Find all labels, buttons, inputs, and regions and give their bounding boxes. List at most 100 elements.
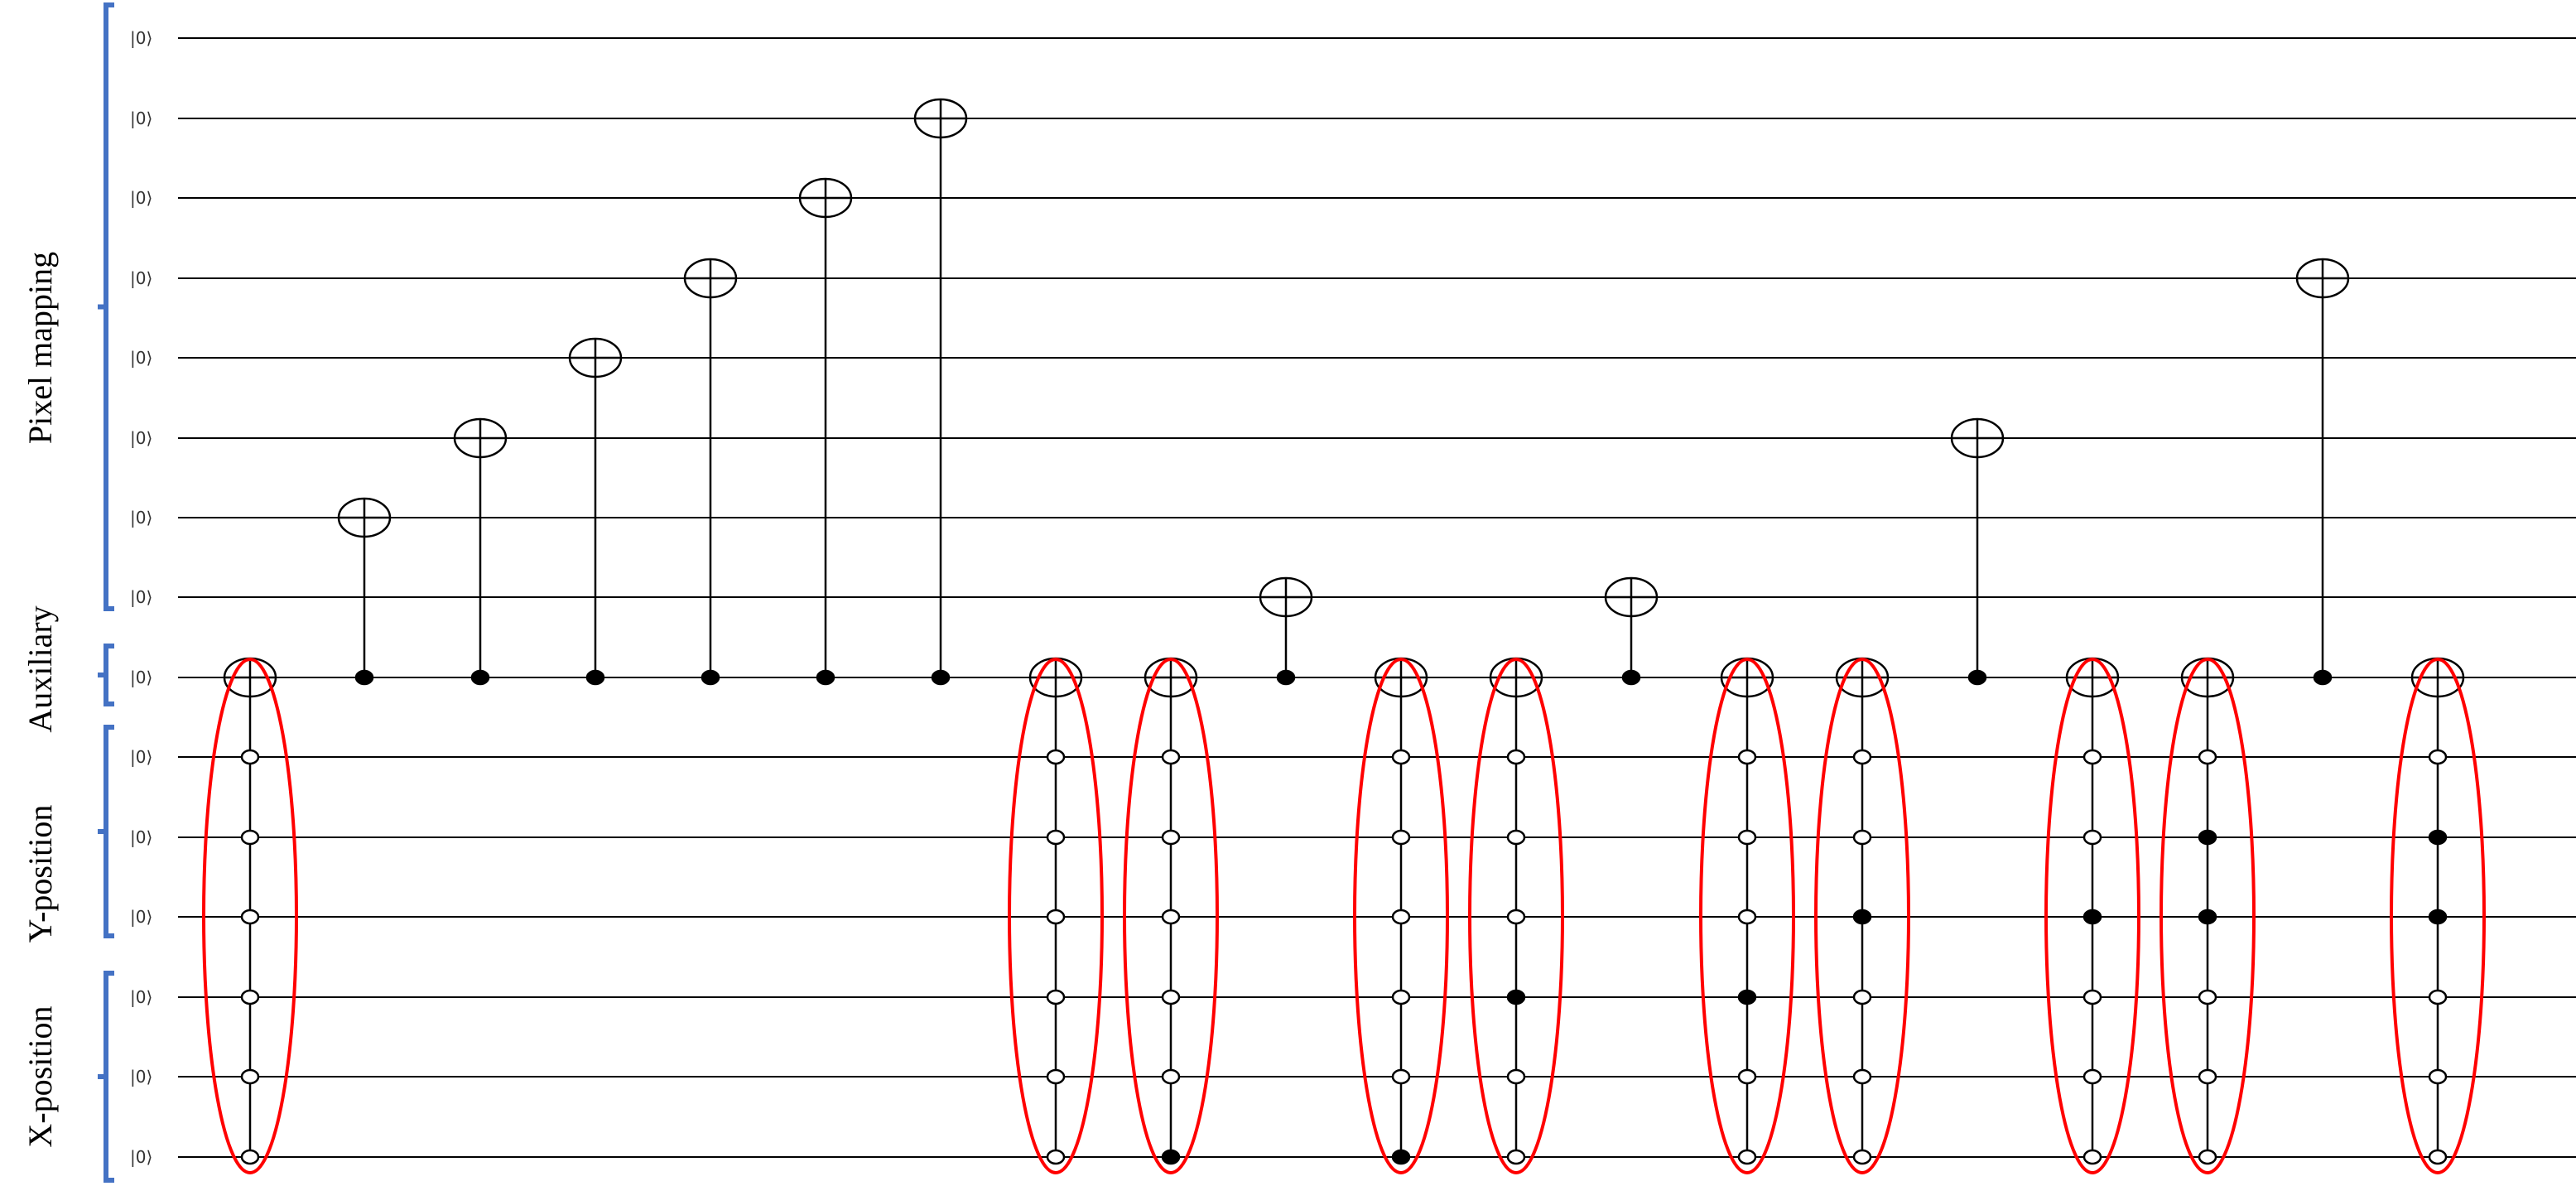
control-dot-open: [1852, 989, 1872, 1005]
control-dot-open: [2428, 1068, 2448, 1085]
control-dot-filled: [1276, 669, 1296, 686]
highlight-ellipses: [202, 658, 2486, 1174]
control-dot-open: [240, 749, 260, 765]
control-dot-filled: [2428, 829, 2448, 846]
qubit-init-label: |0⟩: [130, 907, 152, 927]
highlight-ellipse: [202, 658, 298, 1174]
control-dot-open: [1161, 909, 1181, 925]
control-dot-open: [2198, 989, 2217, 1005]
control-dot-open: [1852, 1068, 1872, 1085]
control-dot-open: [1046, 1068, 1066, 1085]
control-dot-open: [1737, 1149, 1757, 1165]
group-label: X-position: [22, 1005, 59, 1147]
qubit-init-label: |0⟩: [130, 428, 152, 448]
highlight-ellipse: [1468, 658, 1564, 1174]
qubit-init-label: |0⟩: [130, 987, 152, 1007]
control-dot-open: [2198, 749, 2217, 765]
group-bracket: [98, 644, 114, 706]
control-dot-filled: [1391, 1149, 1411, 1165]
control-dot-open: [1046, 829, 1066, 846]
group-brackets: [98, 2, 114, 1183]
control-dot-open: [2082, 749, 2102, 765]
control-dot-filled: [816, 669, 835, 686]
control-dot-filled: [701, 669, 720, 686]
control-dot-open: [2082, 1149, 2102, 1165]
control-dot-filled: [1737, 989, 1757, 1005]
control-dot-filled: [931, 669, 951, 686]
highlight-ellipse: [2044, 658, 2140, 1174]
control-dot-open: [240, 1068, 260, 1085]
control-dot-open: [1506, 749, 1526, 765]
control-dot-open: [2082, 1068, 2102, 1085]
control-dot-open: [1737, 1068, 1757, 1085]
qubit-init-label: |0⟩: [130, 268, 152, 288]
qubit-init-label: |0⟩: [130, 1147, 152, 1167]
highlight-ellipse: [1123, 658, 1219, 1174]
group-label: Y-position: [22, 805, 59, 943]
highlight-ellipse: [1008, 658, 1104, 1174]
control-dot-filled: [2082, 909, 2102, 925]
qubit-init-label: |0⟩: [130, 1067, 152, 1087]
control-dot-open: [2198, 1068, 2217, 1085]
control-dot-filled: [470, 669, 490, 686]
control-dot-open: [1506, 829, 1526, 846]
highlight-ellipse: [1814, 658, 1910, 1174]
group-bracket: [98, 2, 114, 611]
control-dot-open: [2082, 829, 2102, 846]
highlight-ellipse: [1699, 658, 1795, 1174]
qubit-init-label: |0⟩: [130, 827, 152, 847]
control-dot-open: [1391, 829, 1411, 846]
control-dot-open: [240, 909, 260, 925]
control-dot-open: [240, 829, 260, 846]
control-dot-open: [2428, 749, 2448, 765]
qubit-init-label: |0⟩: [130, 188, 152, 208]
qubit-init-label: |0⟩: [130, 348, 152, 368]
qubit-init-label: |0⟩: [130, 28, 152, 48]
control-dot-open: [1046, 989, 1066, 1005]
control-dot-open: [2428, 1149, 2448, 1165]
control-dot-filled: [2313, 669, 2333, 686]
control-dot-filled: [1852, 909, 1872, 925]
control-dot-open: [1737, 749, 1757, 765]
control-dot-open: [1391, 989, 1411, 1005]
control-dot-open: [1046, 749, 1066, 765]
control-dot-filled: [1621, 669, 1641, 686]
control-dot-filled: [2198, 829, 2217, 846]
control-dot-filled: [1506, 989, 1526, 1005]
control-dot-open: [1161, 1068, 1181, 1085]
highlight-ellipse: [2390, 658, 2486, 1174]
control-dot-open: [1161, 749, 1181, 765]
control-dot-filled: [354, 669, 374, 686]
control-dot-open: [1391, 749, 1411, 765]
control-dot-filled: [2428, 909, 2448, 925]
control-dot-open: [1161, 989, 1181, 1005]
qubit-init-label: |0⟩: [130, 668, 152, 687]
control-dot-open: [2198, 1149, 2217, 1165]
control-dot-open: [2428, 989, 2448, 1005]
control-dot-open: [1161, 829, 1181, 846]
control-dot-filled: [1967, 669, 1987, 686]
qubit-init-label: |0⟩: [130, 587, 152, 607]
group-label: Pixel mapping: [22, 252, 59, 444]
control-dot-open: [240, 1149, 260, 1165]
control-dot-open: [240, 989, 260, 1005]
control-dot-open: [2082, 989, 2102, 1005]
qubit-wires: |0⟩ |0⟩ |0⟩ |0⟩ |0⟩ |0⟩ |0⟩ |0⟩ |0⟩ |0⟩ |0⟩ |0⟩ |0⟩ |…: [130, 28, 2576, 1167]
control-dot-open: [1391, 909, 1411, 925]
qubit-init-label: |0⟩: [130, 508, 152, 528]
control-dot-open: [1391, 1068, 1411, 1085]
control-dot-open: [1852, 829, 1872, 846]
group-labels: Pixel mappingAuxiliaryY-positionX-positi…: [22, 252, 59, 1148]
group-bracket: [98, 725, 114, 938]
control-dot-open: [1737, 909, 1757, 925]
qubit-init-label: |0⟩: [130, 108, 152, 128]
control-dot-open: [1737, 829, 1757, 846]
group-label: Auxiliary: [22, 605, 59, 732]
control-dot-open: [1506, 1068, 1526, 1085]
control-dot-filled: [2198, 909, 2217, 925]
highlight-ellipse: [2160, 658, 2256, 1174]
control-dot-open: [1852, 1149, 1872, 1165]
control-dot-open: [1852, 749, 1872, 765]
highlight-ellipse: [1353, 658, 1449, 1174]
